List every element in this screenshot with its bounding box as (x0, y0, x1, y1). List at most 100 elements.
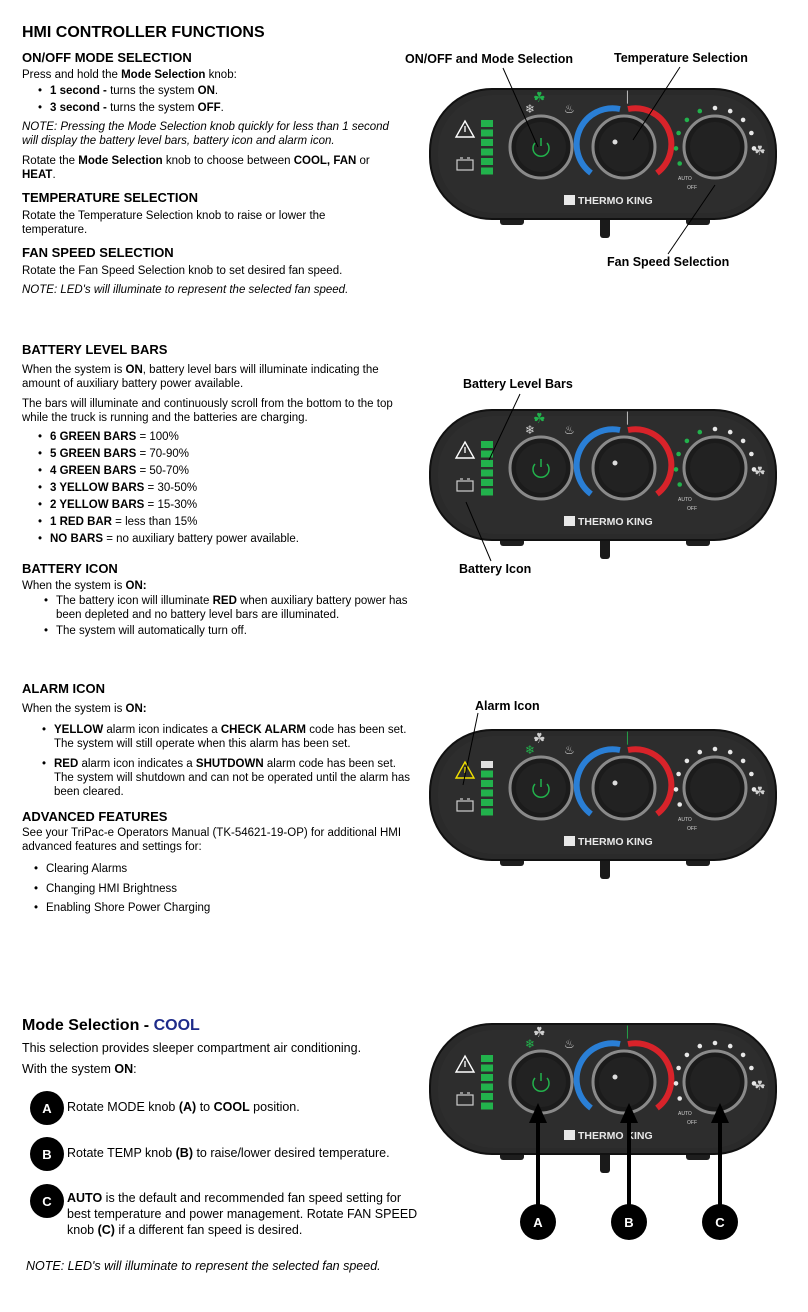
battery-p2: The bars will illuminate and continuousl… (22, 398, 393, 424)
arrow-c-head (711, 1103, 729, 1123)
off-label: OFF (687, 826, 697, 832)
step-c-badge: C (30, 1184, 64, 1218)
alarm-icon (454, 440, 476, 459)
mode-intro: Press and hold the Mode Selection knob: (22, 69, 237, 81)
fan-speed-icon: ☘ (754, 1079, 766, 1094)
fan-mode-icon: ☘ (533, 411, 546, 427)
heat-mode-icon: ♨ (564, 743, 575, 757)
fan-speed-led (749, 451, 754, 457)
mode-knob (516, 1057, 566, 1107)
fan-speed-led (697, 108, 703, 114)
battery-level-bar (481, 479, 493, 486)
fan-speed-led (712, 1040, 718, 1046)
battery-level-bar (481, 469, 493, 477)
off-label: OFF (687, 506, 697, 512)
battery-level-bar (481, 488, 493, 496)
list-item: NO BARS = no auxiliary battery power ava… (36, 531, 396, 548)
arrow-a-head (529, 1103, 547, 1123)
step-c-text: AUTO is the default and recommended fan … (67, 1191, 418, 1237)
cool-p1: This selection provides sleeper compartm… (22, 1041, 362, 1055)
cool-mode-icon: ❄ (525, 1037, 535, 1051)
callout-line-bars (488, 393, 521, 461)
label-temp: Temperature Selection (614, 51, 748, 65)
heat-mode-icon: ♨ (564, 102, 575, 116)
cool-mode-icon: ❄ (525, 102, 535, 116)
fan-speed-led (676, 451, 681, 457)
fan-text: Rotate the Fan Speed Selection knob to s… (22, 265, 343, 277)
list-item: 5 GREEN BARS = 70-90% (36, 446, 396, 463)
temperature-icon: │ (624, 90, 631, 104)
mode-bullets: 1 second - turns the system ON. 3 second… (36, 83, 396, 117)
battery-level-bar (481, 129, 493, 137)
fan-speed-led (676, 1065, 681, 1071)
battery-icon (456, 800, 474, 812)
callout-line-battery-icon (465, 501, 492, 562)
mode-knob (516, 122, 566, 172)
fan-speed-led (751, 1081, 757, 1086)
battery-level-bar (481, 780, 493, 787)
off-label: OFF (687, 185, 697, 191)
brand-logo: THERMO KING (578, 1130, 653, 1142)
callout-b-badge: B (611, 1204, 647, 1240)
fan-speed-led (684, 1052, 690, 1058)
fan-heading: FAN SPEED SELECTION (22, 245, 174, 260)
arrow-b-head (620, 1103, 638, 1123)
brand-logo: THERMO KING (578, 836, 653, 848)
fan-speed-icon: ☘ (754, 465, 766, 480)
brand-logo: THERMO KING (578, 516, 653, 528)
temperature-icon: │ (624, 1025, 631, 1039)
fan-mode-icon: ☘ (533, 90, 546, 106)
fan-speed-led (727, 749, 733, 755)
advanced-heading: ADVANCED FEATURES (22, 809, 168, 824)
battery-level-bar (481, 158, 493, 165)
cool-mode-icon: ❄ (525, 743, 535, 757)
auto-label: AUTO (678, 176, 692, 182)
fan-speed-led (697, 1043, 703, 1049)
fan-speed-led (751, 787, 757, 792)
alarm-intro: When the system is ON: (22, 703, 147, 715)
callout-line-alarm (462, 712, 479, 786)
callout-line-onoff (502, 67, 539, 148)
list-item: RED alarm icon indicates a SHUTDOWN alar… (40, 757, 418, 799)
fan-speed-led (740, 117, 746, 123)
fan-speed-led (697, 749, 703, 755)
heat-mode-icon: ♨ (564, 423, 575, 437)
brand-logo: THERMO KING (578, 195, 653, 207)
battery-icon-heading: BATTERY ICON (22, 561, 118, 576)
cool-mode-icon: ❄ (525, 423, 535, 437)
rotate-text: Rotate the Mode Selection knob to choose… (22, 155, 370, 181)
battery-level-bar (481, 1083, 493, 1091)
temperature-icon: │ (624, 411, 631, 425)
fan-speed-led (727, 429, 733, 435)
fan-speed-led (673, 1081, 679, 1086)
list-item: 1 second - turns the system ON. (36, 83, 396, 100)
battery-level-bar (481, 761, 493, 768)
fan-speed-led (751, 467, 757, 472)
step-b-text: Rotate TEMP knob (B) to raise/lower desi… (67, 1146, 390, 1160)
mode-heading: ON/OFF MODE SELECTION (22, 50, 192, 65)
battery-level-bar (481, 450, 493, 458)
temperature-knob (599, 1057, 649, 1107)
list-item: Changing HMI Brightness (32, 880, 332, 900)
fan-speed-led (677, 482, 682, 487)
advanced-text: See your TriPac-e Operators Manual (TK-5… (22, 827, 402, 853)
fan-speed-knob (690, 763, 740, 813)
fan-speed-icon: ☘ (754, 785, 766, 800)
fan-speed-led (676, 130, 681, 136)
fan-speed-led (677, 161, 682, 166)
battery-icon (456, 159, 474, 171)
list-item: YELLOW alarm icon indicates a CHECK ALAR… (40, 723, 418, 751)
label-alarm: Alarm Icon (475, 699, 540, 713)
fan-speed-led (673, 146, 679, 151)
battery-heading: BATTERY LEVEL BARS (22, 342, 168, 357)
auto-label: AUTO (678, 1111, 692, 1117)
battery-p1: When the system is ON, battery level bar… (22, 364, 379, 390)
list-item: 1 RED BAR = less than 15% (36, 514, 396, 531)
